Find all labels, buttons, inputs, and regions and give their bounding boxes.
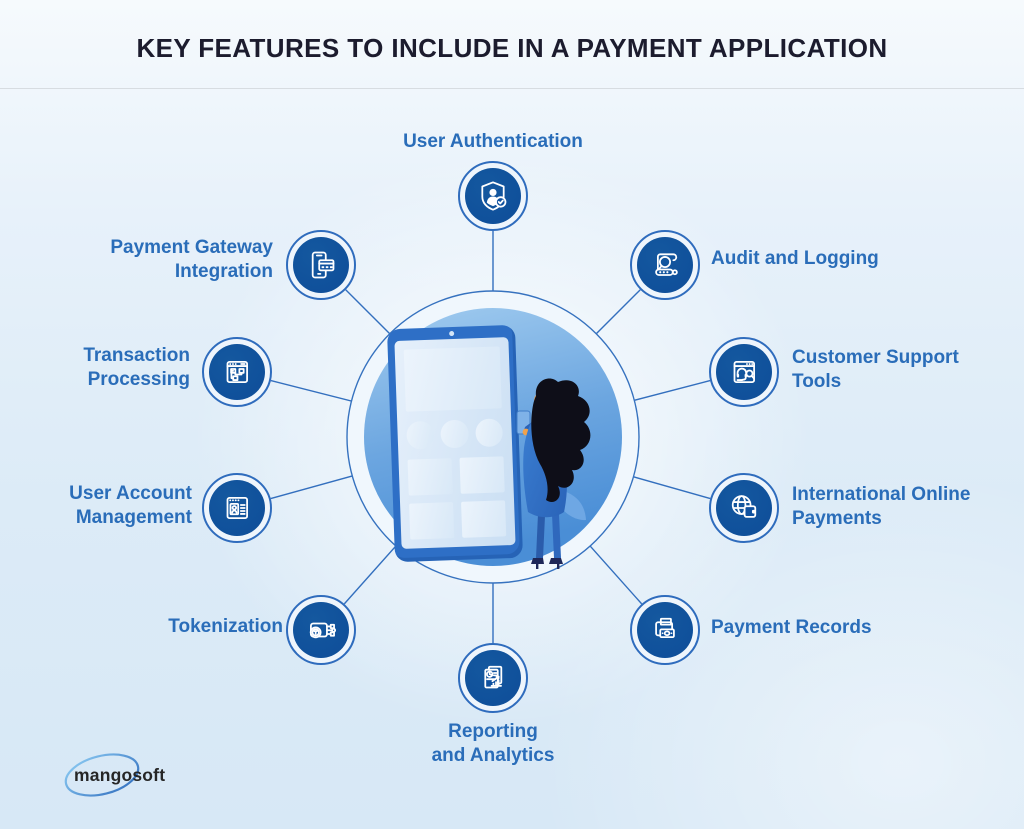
label-payment-records: Payment Records — [711, 617, 872, 638]
label-payment-gateway-integration: Payment Gateway Integration — [110, 237, 273, 283]
page-title: KEY FEATURES TO INCLUDE IN A PAYMENT APP… — [136, 33, 888, 63]
window-flowchart-icon — [209, 344, 265, 400]
label-customer-support-tools: Customer Support Tools — [792, 347, 959, 393]
screen-circle — [440, 419, 469, 449]
node-payment-gateway-integration — [286, 230, 356, 300]
window-id-card-icon — [209, 480, 265, 536]
logo-ellipse-icon — [64, 753, 140, 797]
screen-tile — [407, 458, 453, 496]
header-divider — [0, 88, 1024, 89]
window-headset-magnifier-icon — [716, 344, 772, 400]
phone-camera-dot — [448, 330, 454, 337]
node-user-authentication — [458, 161, 528, 231]
label-tokenization: Tokenization — [168, 616, 283, 637]
mangosoft-logo: mangosoft — [62, 748, 182, 807]
card-token-circuit-icon — [293, 602, 349, 658]
label-transaction-processing: Transaction Processing — [83, 345, 190, 391]
shield-user-check-icon — [465, 168, 521, 224]
label-reporting-and-analytics: Reporting and Analytics — [431, 721, 555, 767]
logo-wordmark: mangosoft — [74, 765, 165, 785]
screen-tile — [409, 502, 455, 540]
globe-wallet-icon — [716, 480, 772, 536]
label-user-account-management: User Account Management — [69, 483, 192, 529]
node-customer-support-tools — [709, 337, 779, 407]
screen-circle — [406, 420, 435, 450]
label-international-online-payments: International Online Payments — [792, 484, 971, 530]
audit-scroll-magnifier-icon — [637, 237, 693, 293]
folder-banknote-icon — [637, 602, 693, 658]
phone-credit-card-icon — [293, 237, 349, 293]
woman-illustration — [516, 378, 591, 569]
node-transaction-processing — [202, 337, 272, 407]
node-reporting-and-analytics — [458, 643, 528, 713]
node-tokenization — [286, 595, 356, 665]
node-audit-and-logging — [630, 230, 700, 300]
documents-charts-icon — [465, 650, 521, 706]
node-payment-records — [630, 595, 700, 665]
label-user-authentication: User Authentication — [403, 131, 583, 152]
label-audit-and-logging: Audit and Logging — [711, 248, 879, 269]
node-user-account-management — [202, 473, 272, 543]
node-international-online-payments — [709, 473, 779, 543]
